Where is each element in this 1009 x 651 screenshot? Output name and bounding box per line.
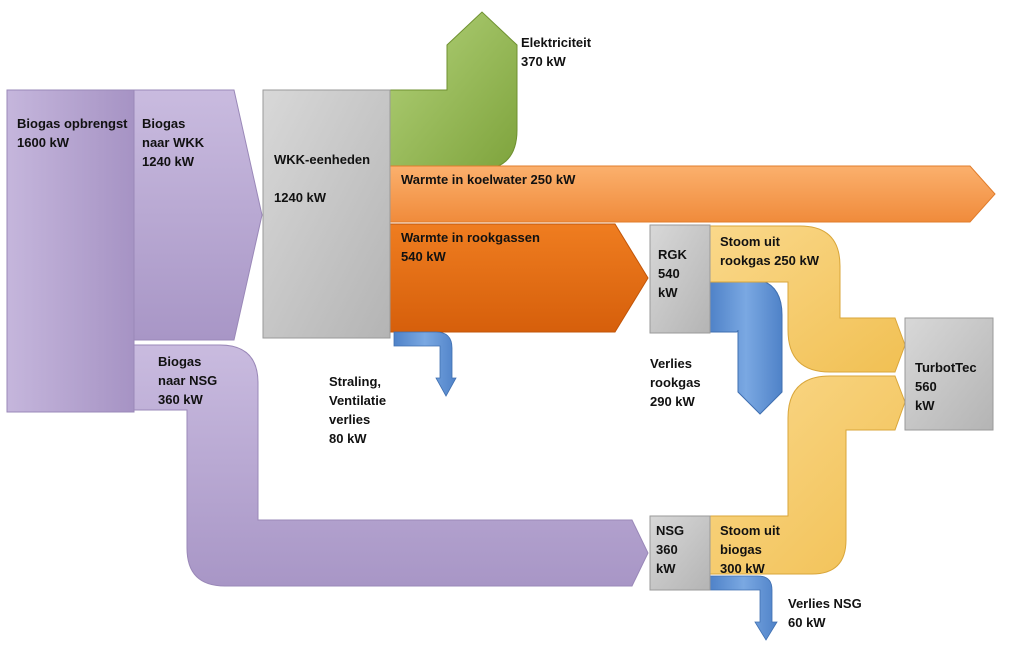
flue-gas-loss-arrow [709, 277, 783, 415]
flue-gas-heat-label: Warmte in rookgassen 540 kW [401, 230, 540, 264]
cooling-water-heat-label: Warmte in koelwater 250 kW [401, 172, 576, 187]
nsg-loss-arrow [709, 575, 778, 641]
turbotec-label: TurbotTec 560 kW [915, 360, 977, 413]
hrsg-node [649, 224, 711, 334]
chp-units-node [262, 89, 391, 339]
nsg-label: NSG 360 kW [656, 523, 685, 576]
biogas-to-chp-label: Biogas naar WKK 1240 kW [142, 116, 205, 169]
turbotec-node [904, 317, 994, 431]
steam-from-biogas-label: Stoom uit biogas 300 kW [720, 523, 780, 576]
biogas-to-nsg-flow [133, 344, 649, 587]
hrsg-label: RGK 540 kW [658, 247, 687, 300]
biogas-to-nsg-label: Biogas naar NSG 360 kW [158, 354, 218, 407]
steam-from-flue-gas-label: Stoom uit rookgas 250 kW [720, 234, 819, 268]
biogas-yield-label: Biogas opbrengst 1600 kW [17, 116, 128, 150]
nsg-loss-label: Verlies NSG 60 kW [788, 596, 862, 630]
electricity-label: Elektriciteit 370 kW [521, 35, 592, 69]
radiation-loss-arrow [393, 331, 457, 397]
electricity-flow [389, 11, 518, 171]
radiation-losses-label: Straling, Ventilatie verlies 80 kW [329, 374, 387, 446]
flue-gas-loss-label: Verlies rookgas 290 kW [650, 356, 701, 409]
nsg-node [649, 515, 711, 591]
biogas-to-chp-arrow [133, 89, 263, 341]
steam-from-flue-gas-flow [709, 225, 906, 373]
chp-units-label: WKK-eenheden 1240 kW [274, 152, 371, 205]
